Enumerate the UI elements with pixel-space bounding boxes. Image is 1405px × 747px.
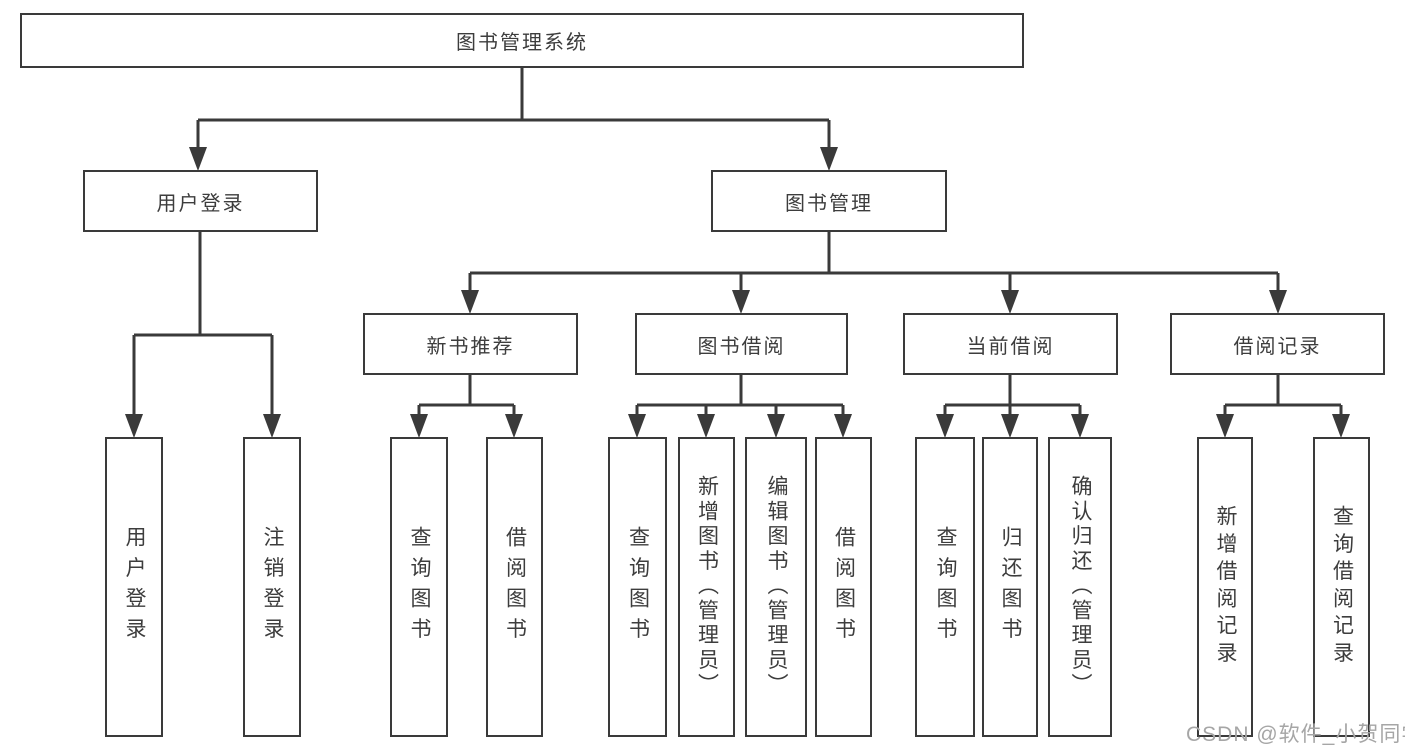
- leaf-current-query-books-label: 查询图书: [934, 526, 957, 648]
- node-borrow-record-label: 借阅记录: [1233, 335, 1322, 358]
- node-user-login: 用户登录: [83, 170, 318, 232]
- leaf-user-login-label: 用户登录: [123, 526, 146, 648]
- leaf-borrow-query-books: 查询图书: [608, 437, 667, 737]
- node-current-borrow-label: 当前借阅: [966, 335, 1055, 358]
- leaf-logout-label: 注销登录: [261, 526, 284, 648]
- leaf-edit-books-admin: 编辑图书（管理员）: [745, 437, 807, 737]
- leaf-edit-books-admin-label: 编辑图书（管理员）: [765, 475, 788, 699]
- leaf-user-login: 用户登录: [105, 437, 163, 737]
- leaf-current-query-books: 查询图书: [915, 437, 975, 737]
- arrowheads: [125, 147, 1350, 438]
- leaf-confirm-return-admin: 确认归还（管理员）: [1048, 437, 1112, 737]
- node-book-borrow-label: 图书借阅: [697, 335, 786, 358]
- leaf-newbook-borrow-books-label: 借阅图书: [503, 526, 527, 648]
- leaf-newbook-query-books-label: 查询图书: [408, 526, 431, 648]
- node-borrow-record: 借阅记录: [1170, 313, 1385, 375]
- leaf-newbook-query-books: 查询图书: [390, 437, 448, 737]
- leaf-add-borrow-record-label: 新增借阅记录: [1214, 505, 1237, 669]
- leaf-query-borrow-record: 查询借阅记录: [1313, 437, 1370, 737]
- leaf-query-borrow-record-label: 查询借阅记录: [1330, 505, 1354, 669]
- node-current-borrow: 当前借阅: [903, 313, 1118, 375]
- leaf-confirm-return-admin-label: 确认归还（管理员）: [1069, 475, 1092, 699]
- node-root-label: 图书管理系统: [456, 32, 588, 54]
- leaf-add-books-admin-label: 新增图书（管理员）: [695, 475, 719, 699]
- node-new-book-recommend: 新书推荐: [363, 313, 578, 375]
- node-user-login-label: 用户登录: [156, 192, 245, 215]
- leaf-return-books-label: 归还图书: [999, 526, 1022, 648]
- leaf-borrow-books: 借阅图书: [815, 437, 872, 737]
- leaf-return-books: 归还图书: [982, 437, 1038, 737]
- node-root: 图书管理系统: [20, 13, 1024, 68]
- leaf-add-borrow-record: 新增借阅记录: [1197, 437, 1253, 737]
- node-book-borrow: 图书借阅: [635, 313, 848, 375]
- leaf-newbook-borrow-books: 借阅图书: [486, 437, 543, 737]
- node-book-management: 图书管理: [711, 170, 947, 232]
- node-new-book-recommend-label: 新书推荐: [426, 335, 515, 358]
- leaf-logout: 注销登录: [243, 437, 301, 737]
- csdn-watermark: CSDN @软件_小贺同学: [1186, 723, 1405, 746]
- leaf-borrow-query-books-label: 查询图书: [626, 526, 650, 648]
- node-book-management-label: 图书管理: [785, 192, 873, 215]
- leaf-borrow-books-label: 借阅图书: [832, 526, 856, 648]
- leaf-add-books-admin: 新增图书（管理员）: [678, 437, 735, 737]
